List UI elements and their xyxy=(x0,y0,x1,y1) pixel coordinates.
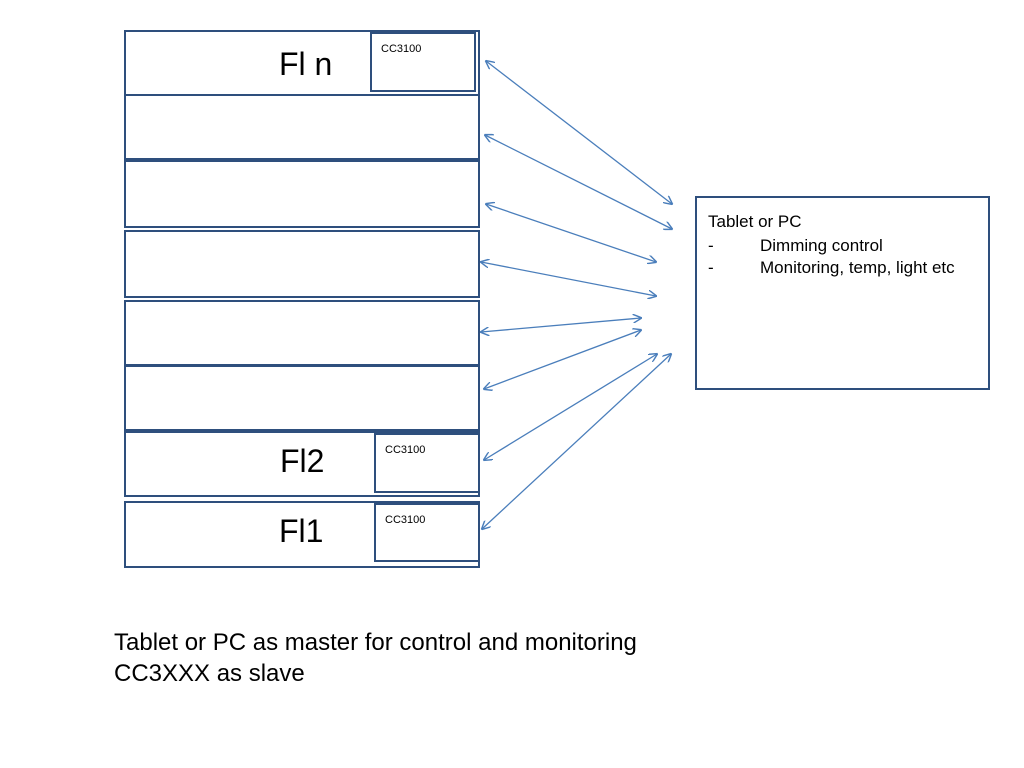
floor-empty xyxy=(124,230,480,298)
caption-line-2: CC3XXX as slave xyxy=(114,660,305,687)
module-label: CC3100 xyxy=(385,514,426,526)
arrow-line xyxy=(481,262,656,296)
controller-item-monitoring: - Monitoring, temp, light etc xyxy=(708,258,955,278)
floor-fl2: Fl2 CC3100 xyxy=(124,431,480,497)
module-label: CC3100 xyxy=(385,444,426,456)
bullet: - xyxy=(708,258,714,277)
controller-title: Tablet or PC xyxy=(708,212,802,231)
floor-fl1: Fl1 CC3100 xyxy=(124,501,480,568)
caption-line-1: Tablet or PC as master for control and m… xyxy=(114,629,637,656)
arrow-line xyxy=(481,318,641,332)
arrow-line xyxy=(486,204,656,262)
cc3100-module: CC3100 xyxy=(374,503,480,562)
floor-empty xyxy=(124,94,480,160)
module-label: CC3100 xyxy=(381,43,422,55)
floor-empty xyxy=(124,365,480,431)
controller-item-dimming: - Dimming control xyxy=(708,236,883,256)
arrow-line xyxy=(482,354,671,529)
arrow-line xyxy=(484,354,657,460)
floor-label: Fl1 xyxy=(279,513,324,549)
cc3100-module: CC3100 xyxy=(370,32,476,92)
floor-label: Fl n xyxy=(279,46,333,82)
floor-label: Fl2 xyxy=(280,443,325,479)
item-text: Monitoring, temp, light etc xyxy=(760,258,955,277)
item-text: Dimming control xyxy=(760,236,883,255)
floor-fl-n: Fl n CC3100 xyxy=(124,30,480,96)
floor-empty xyxy=(124,160,480,228)
cc3100-module: CC3100 xyxy=(374,433,480,493)
tablet-pc-box: Tablet or PC - Dimming control - Monitorin… xyxy=(695,196,990,390)
arrow-line xyxy=(484,330,641,389)
bullet: - xyxy=(708,236,714,255)
